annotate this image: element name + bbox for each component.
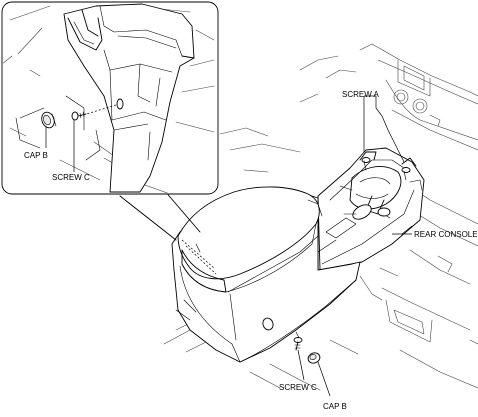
screw-c [293, 337, 303, 351]
label-screw-c-main: SCREW C [279, 383, 317, 392]
main-leader-lines [297, 95, 412, 397]
detail-cap-b [41, 111, 57, 129]
detail-callout [1, 1, 219, 241]
labels: SCREW A REAR CONSOLE SCREW C CAP B CAP B… [24, 90, 478, 411]
front-console-section [317, 147, 425, 271]
screw-a-2 [401, 167, 411, 181]
label-cap-b-detail: CAP B [24, 151, 48, 160]
screw-a-1 [361, 157, 371, 171]
main-fasteners [293, 157, 411, 364]
cap-b-hole [262, 317, 274, 331]
screw-c-hole-detail [116, 98, 124, 110]
rear-console [171, 186, 361, 363]
label-cap-b-main: CAP B [323, 402, 347, 411]
cap-b [307, 352, 321, 364]
label-rear-console: REAR CONSOLE [414, 230, 478, 239]
label-screw-c-detail: SCREW C [52, 173, 90, 182]
detail-screw-c [71, 111, 87, 121]
label-screw-a: SCREW A [342, 90, 380, 99]
